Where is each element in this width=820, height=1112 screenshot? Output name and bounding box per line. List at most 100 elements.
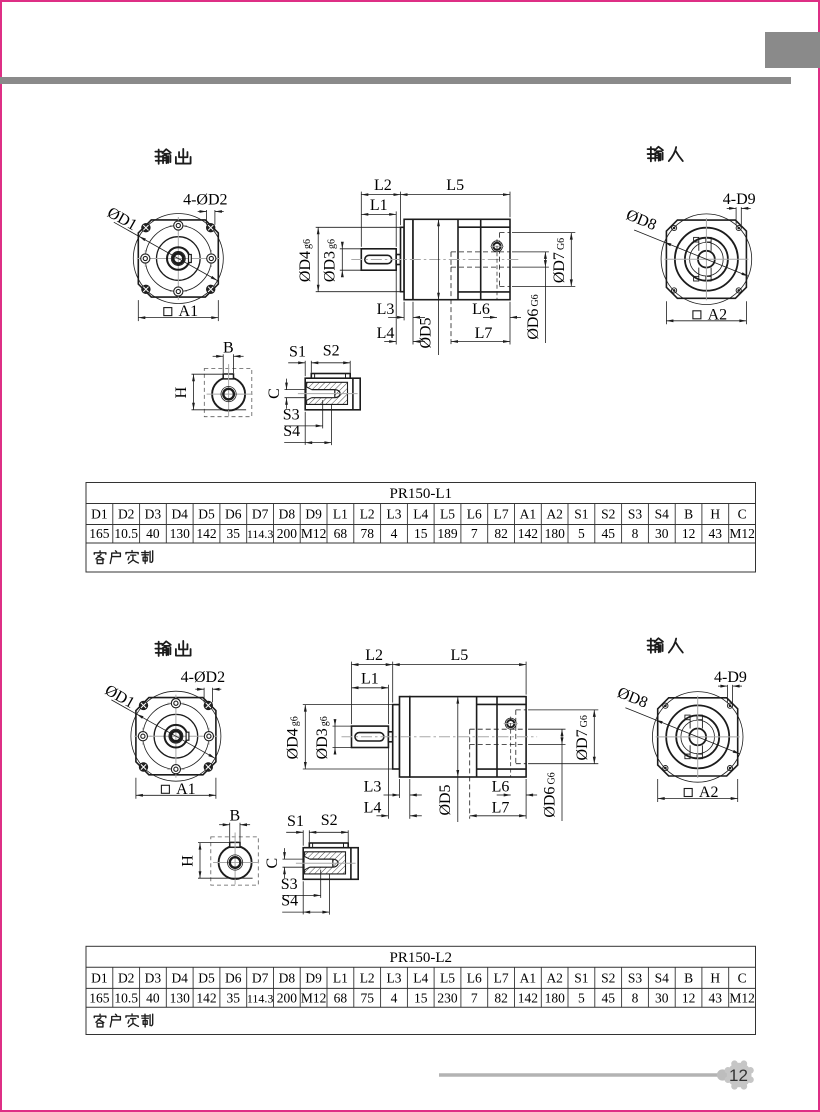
svg-text:D6: D6 [225,507,242,522]
svg-text:43: 43 [709,990,723,1005]
svg-text:A2: A2 [546,971,563,986]
svg-text:L7: L7 [492,799,510,816]
svg-text:PR150-L2: PR150-L2 [390,950,453,966]
svg-text:10.5: 10.5 [114,526,138,541]
svg-text:L5: L5 [446,177,464,194]
svg-text:165: 165 [89,990,110,1005]
svg-text:C: C [738,971,747,986]
svg-text:S1: S1 [287,813,304,830]
svg-text:C: C [266,388,283,399]
svg-text:D8: D8 [279,507,296,522]
svg-text:B: B [684,971,693,986]
svg-text:189: 189 [437,526,458,541]
svg-text:40: 40 [146,990,160,1005]
svg-text:L5: L5 [451,647,469,664]
svg-text:L5: L5 [440,507,455,522]
svg-text:ØD6 G6: ØD6 G6 [542,772,559,817]
svg-text:A1: A1 [520,507,537,522]
svg-text:4-D9: 4-D9 [723,191,756,208]
svg-text:D2: D2 [118,971,135,986]
svg-text:A1: A1 [520,971,537,986]
svg-text:12: 12 [682,990,696,1005]
svg-text:B: B [229,808,240,825]
svg-text:45: 45 [601,526,615,541]
svg-text:C: C [264,858,281,869]
svg-text:180: 180 [545,990,566,1005]
svg-text:40: 40 [146,526,160,541]
svg-text:L3: L3 [364,779,382,796]
svg-text:L4: L4 [413,971,428,986]
svg-text:L4: L4 [377,325,395,342]
svg-text:142: 142 [196,990,216,1005]
svg-text:PR150-L1: PR150-L1 [390,486,453,502]
svg-text:4-ØD2: 4-ØD2 [183,192,227,209]
svg-text:130: 130 [170,990,191,1005]
svg-text:S3: S3 [283,406,300,423]
svg-text:D5: D5 [198,971,215,986]
svg-text:D1: D1 [91,971,108,986]
svg-text:114.3: 114.3 [247,991,274,1005]
svg-text:D2: D2 [118,507,135,522]
svg-text:S2: S2 [323,343,340,360]
svg-text:45: 45 [601,990,615,1005]
svg-text:ØD5: ØD5 [437,784,454,815]
svg-text:D3: D3 [145,507,162,522]
svg-text:75: 75 [360,990,374,1005]
svg-text:ØD1: ØD1 [102,682,137,712]
svg-text:43: 43 [709,526,723,541]
svg-text:A2: A2 [699,784,719,801]
svg-text:L3: L3 [387,971,402,986]
svg-text:L1: L1 [361,670,379,687]
svg-text:4-D9: 4-D9 [714,669,747,686]
svg-text:4-ØD2: 4-ØD2 [181,669,225,686]
svg-text:D3: D3 [145,971,162,986]
svg-text:S4: S4 [283,423,300,440]
svg-text:D4: D4 [171,971,188,986]
svg-text:A2: A2 [708,306,728,323]
svg-text:180: 180 [545,526,566,541]
svg-text:5: 5 [578,526,585,541]
svg-text:L4: L4 [413,507,428,522]
svg-text:A2: A2 [546,507,563,522]
svg-text:S1: S1 [574,971,588,986]
svg-text:L6: L6 [467,971,482,986]
svg-text:30: 30 [655,526,669,541]
svg-text:L5: L5 [440,971,455,986]
svg-text:142: 142 [196,526,216,541]
svg-text:78: 78 [360,526,374,541]
svg-text:H: H [173,386,190,398]
svg-text:ØD7 G6: ØD7 G6 [551,238,568,283]
svg-text:L1: L1 [370,197,388,214]
svg-text:130: 130 [170,526,191,541]
svg-text:S2: S2 [601,971,615,986]
svg-text:L3: L3 [387,507,402,522]
svg-text:ØD8: ØD8 [615,684,650,711]
svg-text:142: 142 [518,990,538,1005]
svg-text:12: 12 [729,1066,748,1085]
svg-text:L4: L4 [364,799,382,816]
svg-text:H: H [710,971,720,986]
svg-text:A1: A1 [176,781,196,798]
svg-text:D7: D7 [252,507,269,522]
svg-text:M12: M12 [301,990,327,1005]
svg-text:H: H [710,507,720,522]
svg-text:ØD1: ØD1 [104,204,139,234]
svg-text:L2: L2 [360,971,375,986]
svg-text:D7: D7 [252,971,269,986]
svg-text:S1: S1 [574,507,588,522]
svg-text:114.3: 114.3 [247,527,274,541]
svg-text:142: 142 [518,526,538,541]
svg-text:4: 4 [391,526,398,541]
svg-text:L6: L6 [467,507,482,522]
svg-text:5: 5 [578,990,585,1005]
svg-text:M12: M12 [729,526,755,541]
svg-text:D1: D1 [91,507,108,522]
svg-text:L2: L2 [365,647,383,664]
svg-text:7: 7 [471,990,478,1005]
svg-text:M12: M12 [301,526,327,541]
svg-text:L2: L2 [374,177,392,194]
svg-text:L7: L7 [494,507,509,522]
svg-text:ØD7 G6: ØD7 G6 [574,715,591,760]
svg-text:10.5: 10.5 [114,990,138,1005]
svg-text:D9: D9 [305,971,322,986]
